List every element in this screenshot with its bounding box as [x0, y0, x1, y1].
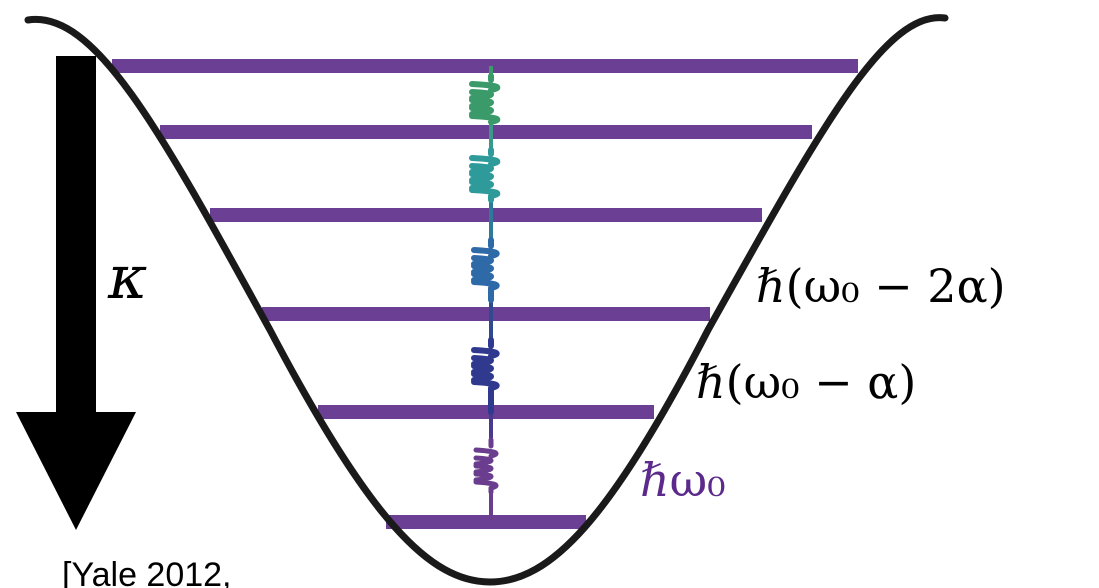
energy-levels [112, 59, 858, 529]
decay-arrow-icon [16, 56, 136, 530]
spring-icon [469, 73, 501, 125]
spring-icon [473, 437, 499, 495]
citation-text: [Yale 2012, [62, 556, 232, 588]
spring-icon [471, 237, 500, 303]
spring-chain [469, 66, 501, 520]
spring-icon [469, 147, 501, 203]
level-3-label: ℏ(ω₀ − 2α) [756, 259, 1006, 313]
kappa-label: κ [107, 243, 147, 313]
level-2-label: ℏ(ω₀ − α) [696, 355, 916, 409]
level-1-label: ℏω₀ [640, 453, 726, 507]
spring-icon [471, 337, 500, 415]
potential-well-curve [24, 14, 949, 586]
